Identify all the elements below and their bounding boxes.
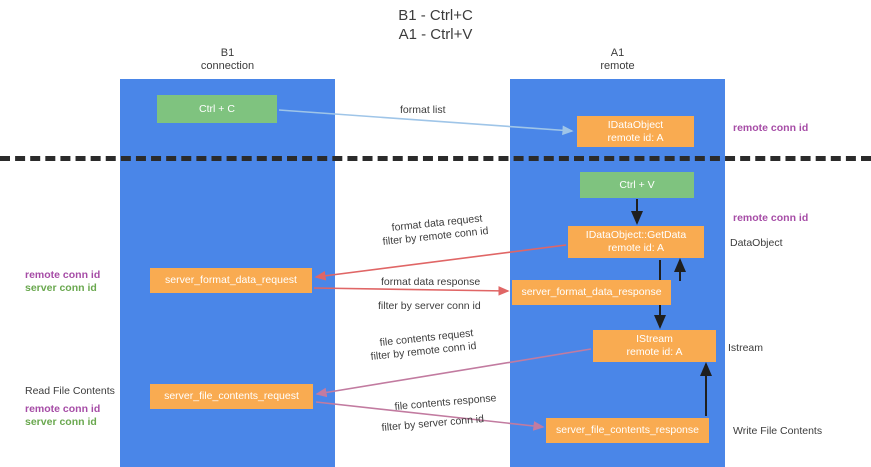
node-server-file-contents-response-label: server_file_contents_response bbox=[555, 424, 699, 436]
filter-key-server-conn-id-1: server conn id bbox=[414, 300, 481, 312]
phase-separator-dashed-line bbox=[0, 156, 871, 161]
edge-label-format-data-response-filter: filter by server conn id bbox=[378, 299, 481, 313]
annotation-left-server-conn-id-2: server conn id bbox=[25, 416, 97, 428]
node-ctrl-c-label: Ctrl + C bbox=[199, 102, 235, 115]
node-ctrl-v[interactable]: Ctrl + V bbox=[580, 172, 694, 198]
node-ctrl-v-label: Ctrl + V bbox=[619, 178, 655, 191]
lane-heading-a1: A1 remote bbox=[600, 47, 635, 72]
annotation-remote-conn-id-mid: remote conn id bbox=[733, 212, 809, 224]
filter-prefix-3: filter by bbox=[370, 347, 408, 363]
filter-key-server-conn-id-2: server conn id bbox=[417, 413, 485, 431]
filter-prefix-4: filter by bbox=[381, 418, 419, 434]
annotation-left-remote-conn-id-1: remote conn id bbox=[25, 269, 101, 281]
annotation-dataobject: DataObject bbox=[730, 237, 783, 249]
node-server-file-contents-response[interactable]: server_file_contents_response bbox=[546, 418, 709, 443]
filter-prefix-2: filter by bbox=[378, 300, 415, 312]
node-server-format-data-response-label: server_format_data_response bbox=[521, 286, 662, 298]
node-ctrl-c[interactable]: Ctrl + C bbox=[157, 95, 277, 123]
edge-label-file-contents-response: file contents response bbox=[394, 392, 497, 413]
node-getdata-line2: remote id: A bbox=[607, 242, 665, 254]
node-server-file-contents-request-label: server_file_contents_request bbox=[164, 390, 299, 402]
node-istream-line2: remote id: A bbox=[626, 346, 683, 358]
edge-label-file-contents-response-filter: filter by server conn id bbox=[381, 412, 485, 435]
edge-label-format-list: format list bbox=[400, 104, 446, 116]
lane-heading-b1: B1 connection bbox=[200, 47, 255, 72]
annotation-write-file-contents: Write File Contents bbox=[733, 425, 823, 437]
filter-prefix-1: filter by bbox=[382, 232, 420, 248]
edge-label-format-data-response: format data response bbox=[381, 276, 481, 288]
node-server-file-contents-request[interactable]: server_file_contents_request bbox=[150, 384, 313, 409]
node-server-format-data-request[interactable]: server_format_data_request bbox=[150, 268, 312, 293]
node-getdata-line1: IDataObject::GetData bbox=[585, 229, 687, 241]
node-idataobject-line2: remote id: A bbox=[607, 131, 664, 144]
node-istream-line1: IStream bbox=[636, 333, 673, 345]
node-idataobject[interactable]: IDataObject remote id: A bbox=[577, 116, 694, 147]
node-idataobject-getdata[interactable]: IDataObject::GetData remote id: A bbox=[568, 226, 704, 258]
page-title: B1 - Ctrl+C A1 - Ctrl+V bbox=[398, 7, 473, 43]
node-server-format-data-request-label: server_format_data_request bbox=[165, 274, 297, 286]
node-server-format-data-response[interactable]: server_format_data_response bbox=[512, 280, 671, 305]
annotation-read-file-contents: Read File Contents bbox=[25, 385, 115, 397]
node-idataobject-line1: IDataObject bbox=[607, 118, 664, 131]
annotation-left-server-conn-id-1: server conn id bbox=[25, 282, 97, 294]
node-istream[interactable]: IStream remote id: A bbox=[593, 330, 716, 362]
annotation-left-remote-conn-id-2: remote conn id bbox=[25, 403, 101, 415]
annotation-remote-conn-id-top: remote conn id bbox=[733, 122, 809, 134]
annotation-istream: Istream bbox=[728, 342, 764, 354]
